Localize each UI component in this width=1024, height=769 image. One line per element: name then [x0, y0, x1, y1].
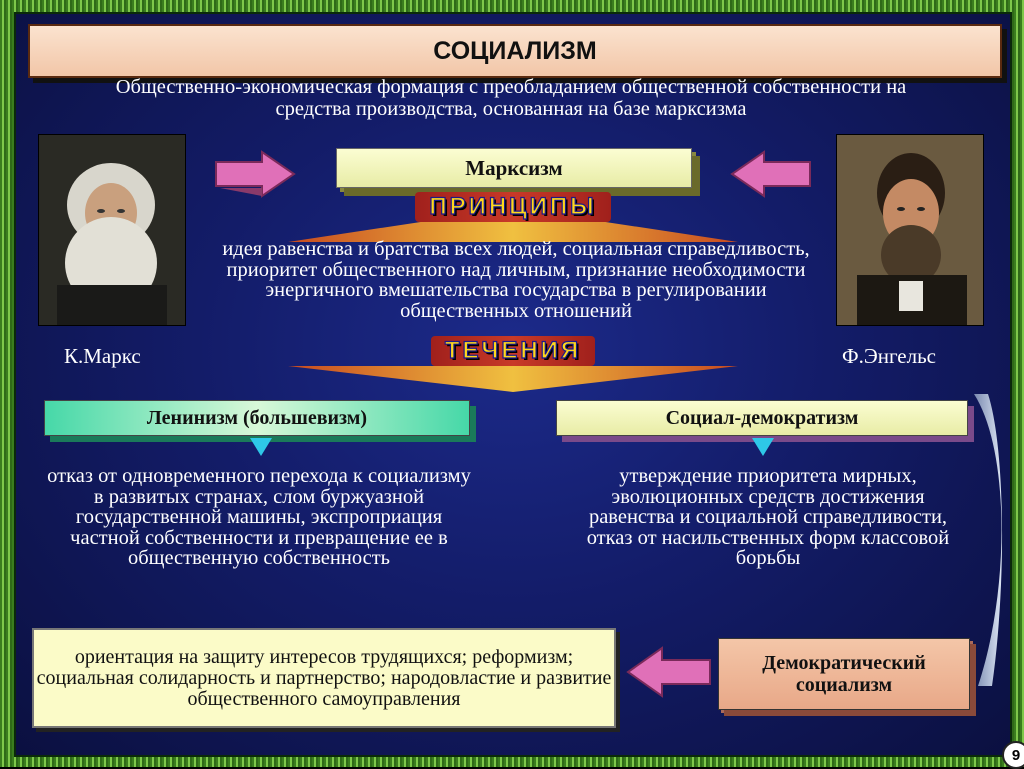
- slide-panel: СОЦИАЛИЗМ Общественно-экономическая форм…: [14, 12, 1024, 769]
- leninism-marker-icon: [250, 438, 272, 456]
- democratic-socialism-box: Демократический социализм: [718, 638, 970, 710]
- engels-portrait: [836, 134, 984, 326]
- social-democratism-text: утверждение приоритета мирных, эволюцион…: [586, 465, 950, 569]
- principles-triangle: [288, 208, 738, 242]
- currents-triangle: [288, 366, 738, 392]
- principles-banner: ПРИНЦИПЫ: [415, 192, 611, 222]
- marx-portrait: [38, 134, 186, 326]
- orientation-text: ориентация на защиту интересов трудящихс…: [36, 645, 612, 710]
- arrow-right-icon: [215, 150, 296, 198]
- definition-text: Общественно-экономическая формация с пре…: [115, 76, 907, 120]
- page-number-badge: 9: [1002, 741, 1024, 769]
- arrow-left-icon: [730, 150, 811, 198]
- orientation-box: ориентация на защиту интересов трудящихс…: [32, 628, 616, 728]
- leninism-text: отказ от одновременного перехода к социа…: [47, 465, 471, 569]
- marxism-box: Марксизм: [336, 148, 692, 188]
- currents-banner: ТЕЧЕНИЯ: [430, 336, 596, 366]
- page-title: СОЦИАЛИЗМ: [28, 24, 1002, 78]
- curved-connector: [974, 394, 1003, 686]
- principles-text: идея равенства и братства всех людей, со…: [222, 238, 810, 322]
- marx-caption: К.Маркс: [64, 344, 141, 368]
- social-democratism-marker-icon: [752, 438, 774, 456]
- leninism-box: Ленинизм (большевизм): [44, 400, 470, 436]
- engels-caption: Ф.Энгельс: [842, 344, 936, 368]
- arrow-left-bottom-icon: [626, 646, 711, 698]
- social-democratism-box: Социал-демократизм: [556, 400, 968, 436]
